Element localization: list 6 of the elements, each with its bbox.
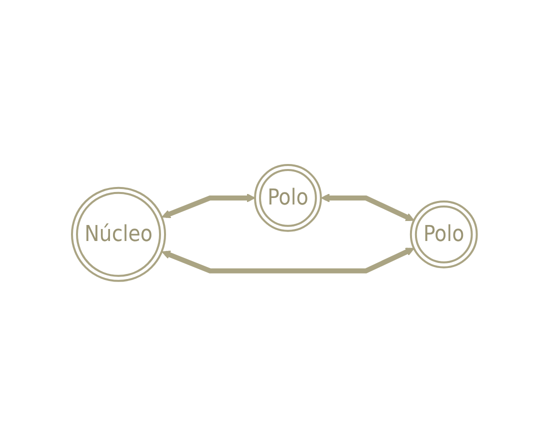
node-circle: Polo — [410, 200, 478, 268]
node-circle: Núcleo — [70, 186, 166, 282]
arrow — [320, 193, 414, 221]
node-circle: Polo — [254, 164, 322, 232]
arrow — [161, 193, 256, 218]
arrow — [161, 247, 414, 273]
